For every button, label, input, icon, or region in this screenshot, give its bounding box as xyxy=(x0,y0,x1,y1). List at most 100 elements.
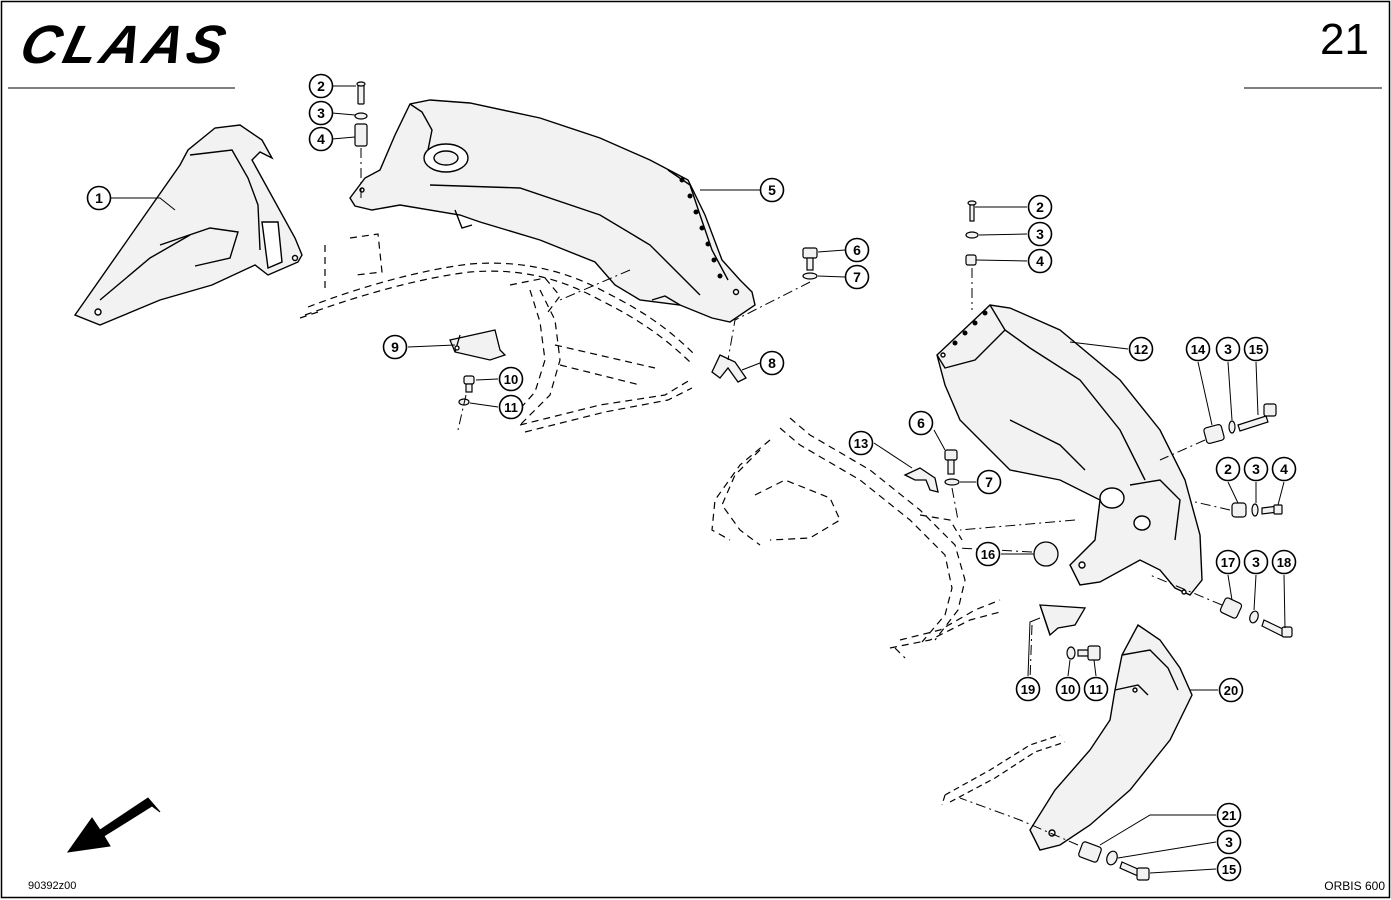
callout-label: 15 xyxy=(1249,342,1263,357)
callout-label: 3 xyxy=(1036,226,1044,242)
callout-10: 10 xyxy=(498,366,524,392)
callout-21: 21 xyxy=(1216,802,1242,828)
callout-15: 15 xyxy=(1243,336,1269,362)
callout-label: 7 xyxy=(985,474,993,490)
callout-label: 2 xyxy=(1224,461,1232,477)
callout-label: 21 xyxy=(1222,808,1236,823)
callout-circle xyxy=(1216,802,1242,828)
callout-6: 6 xyxy=(844,237,870,263)
callout-circle xyxy=(86,185,112,211)
callout-circle xyxy=(1215,549,1241,575)
callout-circle xyxy=(1027,221,1053,247)
callout-9: 9 xyxy=(382,334,408,360)
callout-15: 15 xyxy=(1216,856,1242,882)
callout-circle xyxy=(1216,856,1242,882)
callout-circle xyxy=(308,100,334,126)
leader-lines xyxy=(110,85,1286,874)
callout-circle xyxy=(1216,829,1242,855)
callout-label: 2 xyxy=(317,78,325,94)
callout-14: 14 xyxy=(1185,336,1211,362)
callout-label: 10 xyxy=(504,372,518,387)
callout-5: 5 xyxy=(759,177,785,203)
callout-2: 2 xyxy=(1027,194,1053,220)
part-9-bracket xyxy=(449,329,507,361)
callout-19: 19 xyxy=(1015,676,1041,702)
callout-label: 2 xyxy=(1036,199,1044,215)
callout-12: 12 xyxy=(1128,336,1154,362)
arrow-down-left-icon xyxy=(66,797,161,853)
callout-circle xyxy=(308,126,334,152)
hardware-fasteners xyxy=(354,81,1293,881)
callout-label: 9 xyxy=(391,339,399,355)
callout-11: 11 xyxy=(1083,676,1109,702)
callout-circle xyxy=(308,73,334,99)
callout-label: 3 xyxy=(1252,554,1260,570)
callout-label: 14 xyxy=(1191,342,1206,357)
callout-1: 1 xyxy=(86,185,112,211)
part-5-main-housing xyxy=(349,99,756,323)
callout-2: 2 xyxy=(308,73,334,99)
callout-circle xyxy=(498,394,524,420)
part-1-left-guard xyxy=(73,124,303,326)
callout-4: 4 xyxy=(1027,248,1053,274)
callout-3: 3 xyxy=(1243,549,1269,575)
callout-4: 4 xyxy=(1271,456,1297,482)
callout-label: 15 xyxy=(1222,862,1236,877)
callout-label: 18 xyxy=(1277,555,1291,570)
callout-circle xyxy=(1027,248,1053,274)
callout-circle xyxy=(844,264,870,290)
callout-circle xyxy=(1055,676,1081,702)
callout-label: 12 xyxy=(1134,342,1148,357)
callout-3: 3 xyxy=(308,100,334,126)
part-19-bracket xyxy=(1039,604,1087,637)
callout-label: 13 xyxy=(854,436,868,451)
part-20-lower-guard xyxy=(1029,623,1193,851)
callout-label: 16 xyxy=(981,547,995,562)
assembly-axes xyxy=(360,148,1231,846)
drawing-code: 90392z00 xyxy=(28,880,77,892)
callout-label: 3 xyxy=(317,105,325,121)
callout-3: 3 xyxy=(1027,221,1053,247)
callout-circle xyxy=(1027,194,1053,220)
part-12-right-housing xyxy=(936,304,1203,596)
callout-16: 16 xyxy=(975,541,1001,567)
part-13-clip xyxy=(903,467,939,493)
callout-label: 10 xyxy=(1061,682,1075,697)
callout-label: 3 xyxy=(1224,341,1232,357)
callout-label: 19 xyxy=(1021,682,1035,697)
callout-circle xyxy=(844,237,870,263)
callout-circle xyxy=(1243,456,1269,482)
dashed-rotor-frame-centre xyxy=(711,417,1001,659)
callout-circle xyxy=(1271,549,1297,575)
callout-label: 3 xyxy=(1252,461,1260,477)
callout-2: 2 xyxy=(1215,456,1241,482)
callout-circle xyxy=(848,430,874,456)
callout-circle xyxy=(1083,676,1109,702)
callout-20: 20 xyxy=(1218,677,1244,703)
callout-label: 11 xyxy=(1089,682,1103,697)
callout-label: 6 xyxy=(853,242,861,258)
callout-label: 3 xyxy=(1225,834,1233,850)
callout-3: 3 xyxy=(1216,829,1242,855)
callout-label: 7 xyxy=(853,269,861,285)
callout-3: 3 xyxy=(1215,336,1241,362)
callout-label: 17 xyxy=(1221,555,1235,570)
callout-label: 4 xyxy=(317,131,325,147)
callout-circle xyxy=(1015,676,1041,702)
callout-circle xyxy=(1185,336,1211,362)
callout-circle xyxy=(759,350,785,376)
callout-6: 6 xyxy=(908,410,934,436)
dashed-rotor-frame-left xyxy=(299,233,696,433)
callout-3: 3 xyxy=(1243,456,1269,482)
callout-label: 4 xyxy=(1036,253,1044,269)
callout-circle xyxy=(759,177,785,203)
part-16-cap xyxy=(1033,541,1059,567)
callout-circle xyxy=(1271,456,1297,482)
callout-circle xyxy=(908,410,934,436)
callout-circle xyxy=(975,541,1001,567)
callout-circle xyxy=(976,469,1002,495)
dashed-chain-guard xyxy=(941,734,1066,806)
